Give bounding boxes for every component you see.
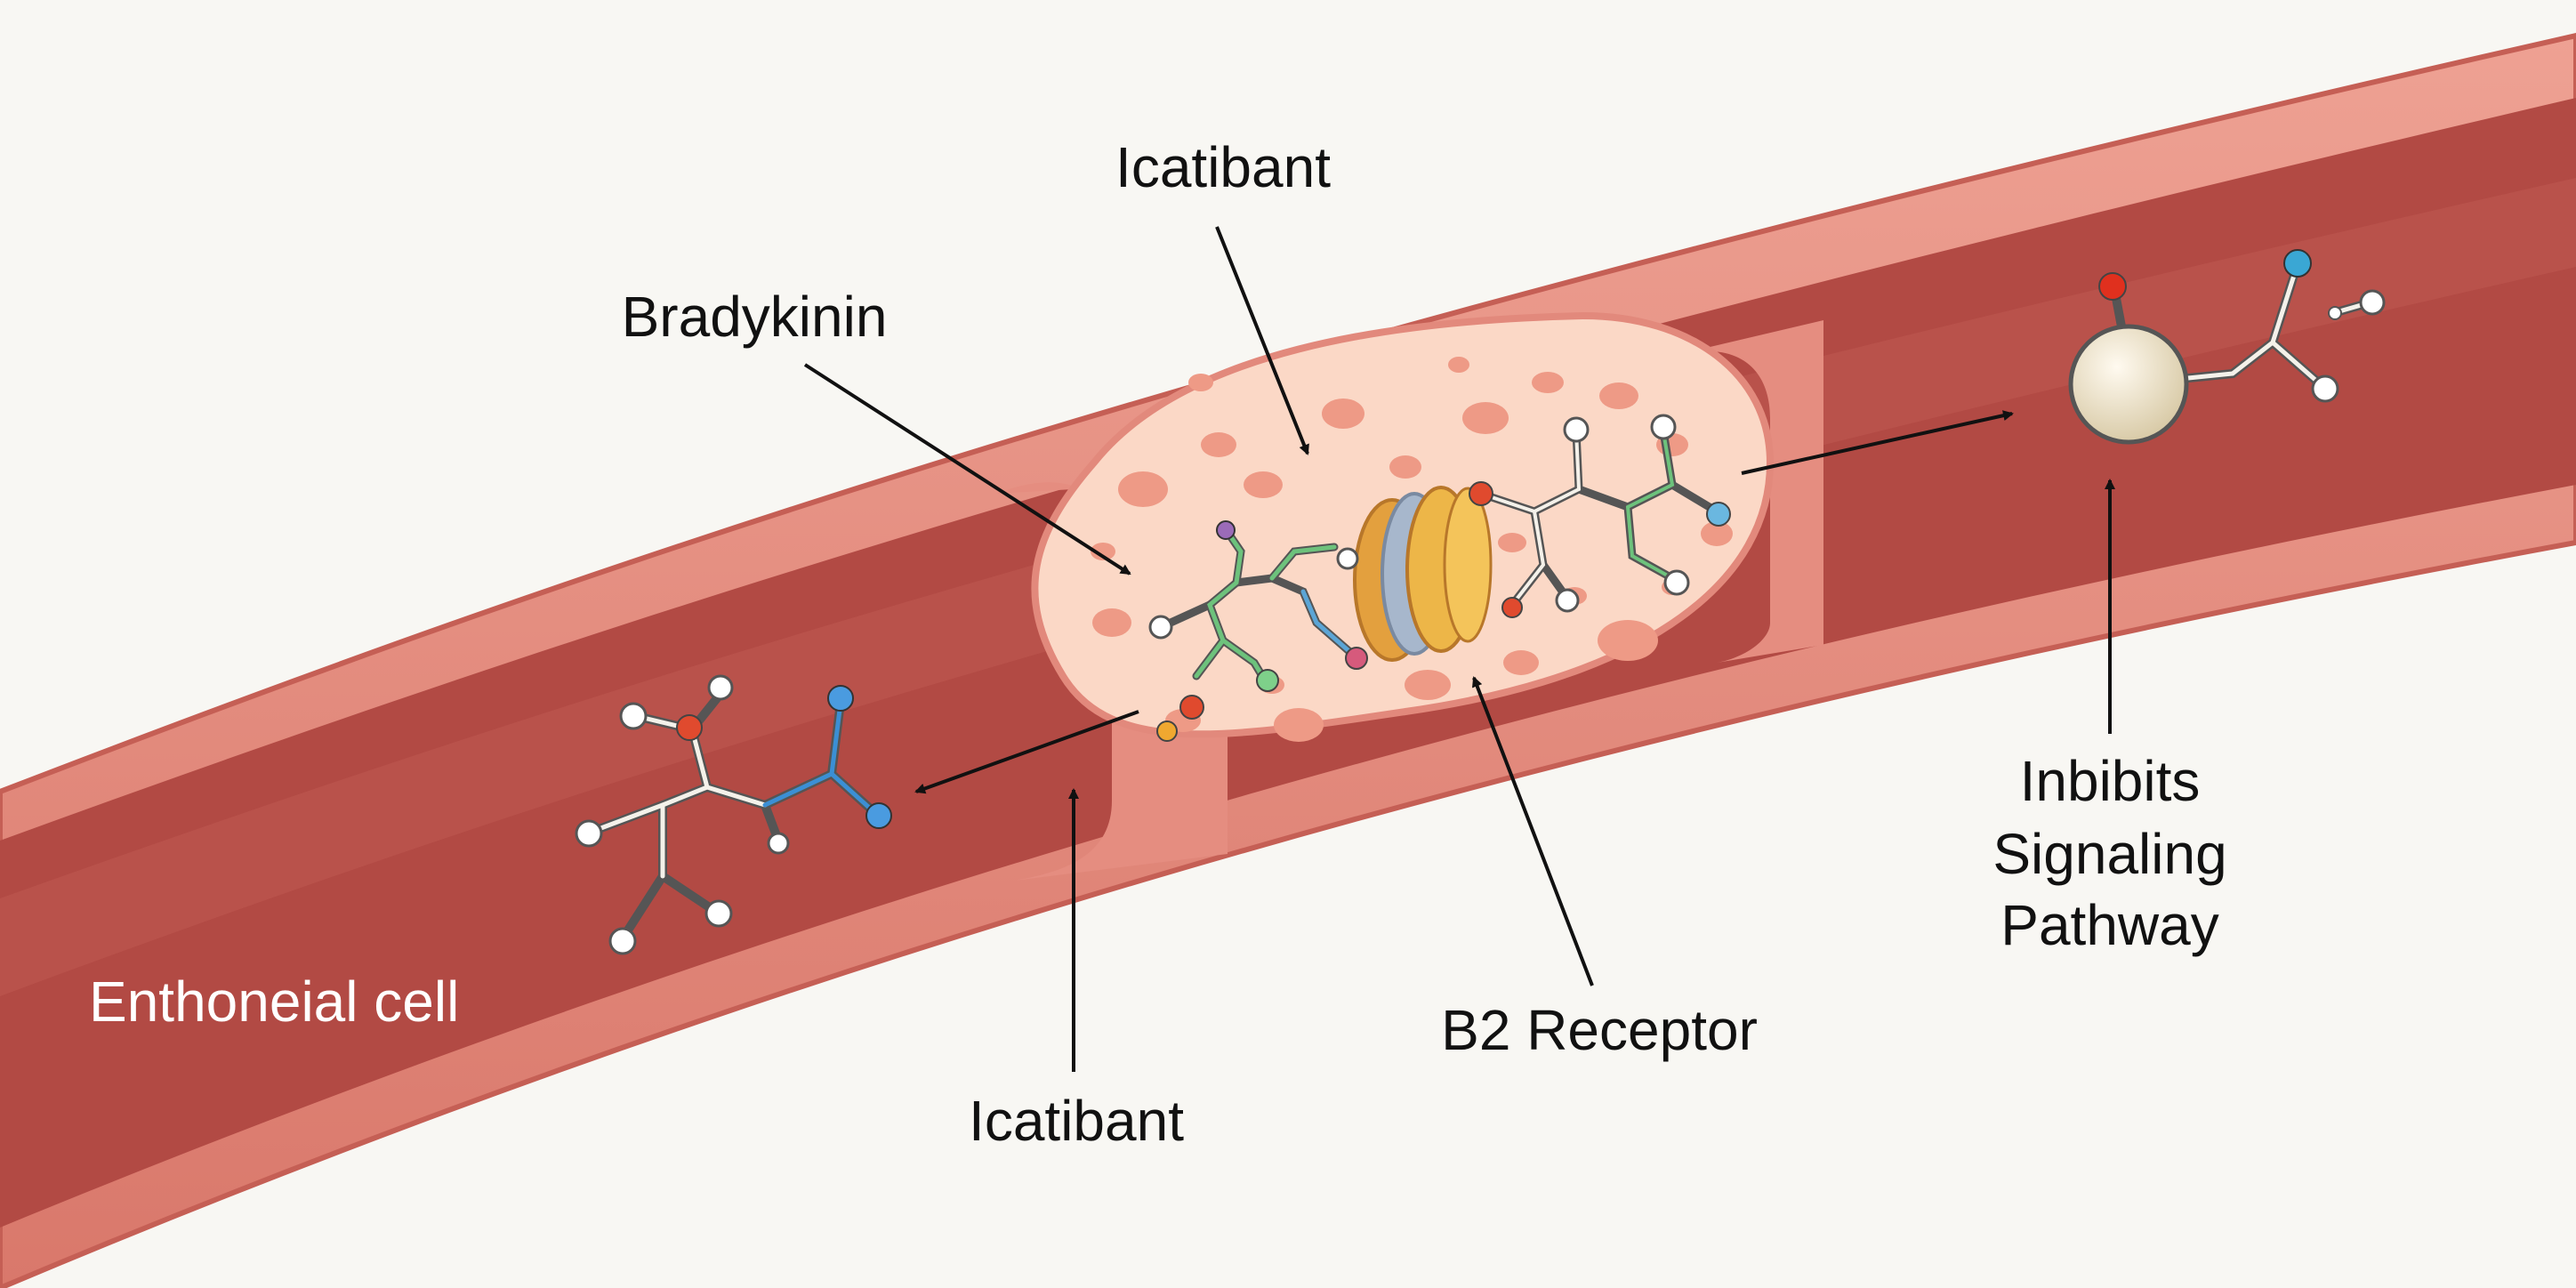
label-b2-receptor: B2 Receptor [1441,998,1758,1062]
icatibant-molecule-icon [1469,414,1731,618]
lumen-molecule-right-icon [2068,249,2386,445]
lumen-molecule-left-icon [575,674,892,955]
label-bradykinin: Bradykinin [622,285,888,349]
b2-receptor-icon [1353,486,1493,662]
arrows [803,226,2115,1072]
label-endothelial-cell: Enthoneial cell [89,970,459,1034]
label-icatibant-top: Icatibant [1115,135,1331,199]
arrow-to-lumen-right [1741,410,2014,475]
label-inhibits-line2: Signaling [1992,822,2226,886]
label-inhibits-line3: Pathway [2000,893,2218,957]
wall-segment-right [1672,320,1823,663]
arrow-b2-receptor [1471,676,1594,986]
arrow-to-lumen-left [914,710,1139,794]
label-inhibits-line1: Inbibits [2020,749,2201,813]
label-icatibant-bottom: Icatibant [969,1089,1184,1153]
bradykinin-molecule-icon [1148,520,1368,742]
arrow-bradykinin [803,363,1131,576]
arrow-icatibant-top [1215,226,1309,455]
lumen-highlight [0,178,2576,996]
